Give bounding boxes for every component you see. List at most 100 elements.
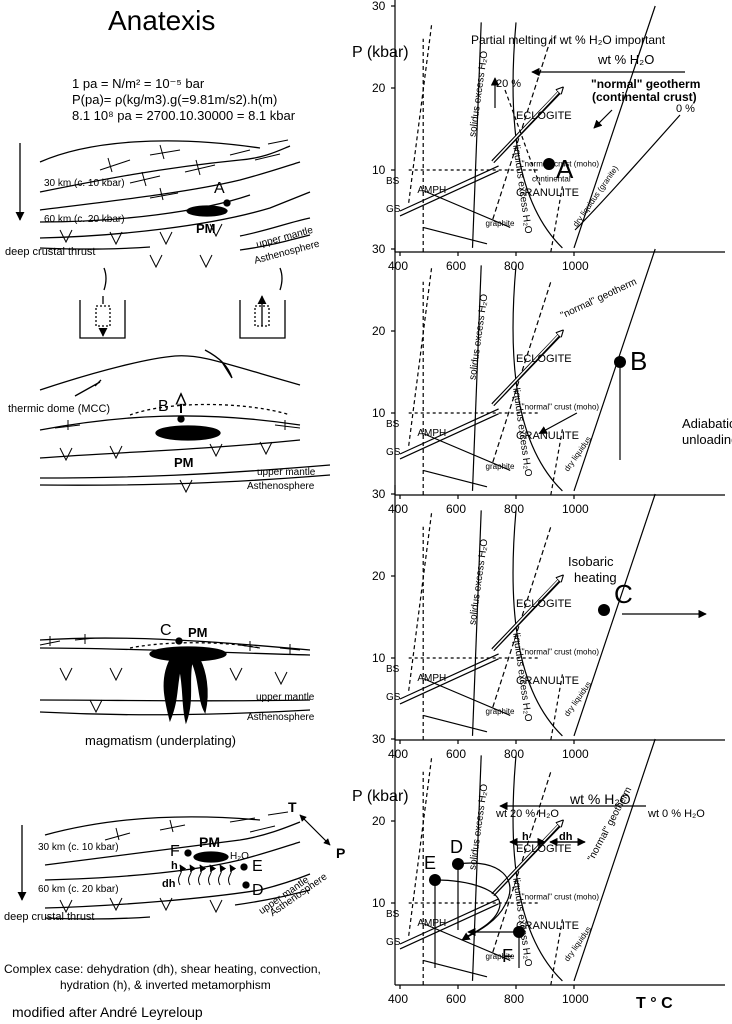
point-D-label: D — [450, 837, 463, 857]
d2-geotherm-arrowhead — [492, 331, 563, 406]
d2-geotherm-label: "normal" geotherm — [559, 276, 639, 321]
d1-amph-label: AMPH — [417, 185, 446, 196]
d4-normal-crust-label: "normal" crust (moho) — [522, 893, 600, 902]
dh-label: dh — [559, 831, 573, 843]
d3-x-tick-label: 800 — [504, 747, 524, 761]
d3-plot — [391, 485, 725, 744]
s4-P: P — [336, 845, 346, 861]
d3-granulite-label: GRANULITE — [516, 675, 579, 687]
d1-x-tick-label: 1000 — [562, 259, 589, 273]
s3-pm: PM — [188, 625, 208, 640]
adiabatic-label-1: Adiabatic — [682, 416, 732, 431]
d4-granulite-label: GRANULITE — [516, 920, 579, 932]
d4-dry-liquidus — [573, 738, 656, 982]
formula-line-1: 1 pa = N/m² = 10⁻⁵ bar — [72, 76, 205, 91]
pct0-label: 0 % — [676, 103, 695, 115]
point-C-label: C — [614, 579, 633, 609]
caption-complex-2: hydration (h), & inverted metamorphism — [60, 978, 271, 992]
d2-bs-label: BS — [386, 419, 400, 430]
wt20-label: wt 20 % H₂O — [496, 808, 559, 820]
s4-thrust: deep crustal thrust — [4, 911, 95, 923]
d2-eclogite-label: ECLOGITE — [516, 353, 572, 365]
d2-granulite-label: GRANULITE — [516, 430, 579, 442]
d3-gs-label: GS — [386, 692, 401, 703]
d1-p-axis-label: P (kbar) — [352, 44, 409, 61]
d2-normal-crust-label: "normal" crust (moho) — [522, 403, 600, 412]
d4-amph-line — [399, 898, 499, 945]
d2-bs-dash — [408, 265, 433, 446]
d3-solidus-label: solidus excess H₂O — [467, 538, 490, 626]
d3-amph-label: AMPH — [417, 673, 446, 684]
s2-dome: thermic dome (MCC) — [8, 403, 111, 415]
d2-solidus — [471, 265, 482, 491]
t-axis-label: T ° C — [636, 995, 673, 1012]
d4-bs-label: BS — [386, 909, 400, 920]
d4-graphite-line-2 — [423, 959, 488, 978]
d4-plot — [391, 730, 725, 989]
d2-left-arrow — [538, 412, 578, 435]
d4-geotherm-arrowhead — [492, 821, 563, 896]
point-F-label: F — [502, 946, 513, 966]
d1-y-tick-label: 10 — [372, 163, 386, 177]
s2-asthenosphere: Asthenosphere — [247, 481, 315, 492]
d4-solidus — [471, 755, 482, 981]
wt-h2o-label: wt % H₂O — [598, 52, 655, 67]
e-loop-path — [434, 879, 501, 939]
pct20-label: 20 % — [496, 78, 522, 90]
isobaric-label-2: heating — [574, 570, 617, 585]
d4-x-tick-label: 1000 — [562, 992, 589, 1006]
d-loop-path — [457, 862, 511, 941]
continental-crust-label: (continental crust) — [592, 90, 697, 104]
point-A-label: A — [556, 154, 574, 184]
s3-magmatism: magmatism (underplating) — [85, 733, 237, 748]
s3-upper-mantle: upper mantle — [256, 692, 315, 703]
d1-x-tick-label: 600 — [446, 259, 466, 273]
d4-gs-label: GS — [386, 937, 401, 948]
page-title: Anatexis — [108, 5, 216, 36]
partial-melting-label: Partial melting if wt % H₂O important — [471, 33, 666, 47]
d3-x-tick-label: 1000 — [562, 747, 589, 761]
d3-bs-label: BS — [386, 664, 400, 675]
d2-x-tick-label: 400 — [388, 502, 408, 516]
point-C-dot — [598, 604, 610, 616]
d4-paths — [434, 862, 520, 968]
point-F-dot — [513, 926, 525, 938]
d3-geotherm-arrowhead — [492, 576, 563, 651]
d2-dry-liquidus — [573, 248, 656, 492]
d4-liquidus — [512, 755, 563, 982]
d4-x-tick-label: 600 — [446, 992, 466, 1006]
d1-normal-crust-label: "normal" crust (moho) — [522, 160, 600, 169]
d3-x-tick-label: 400 — [388, 747, 408, 761]
s2-upper-mantle: upper mantle — [257, 467, 316, 478]
d1-y-tick-label: 30 — [372, 0, 386, 13]
d3-graphite-line-2 — [423, 714, 488, 733]
d1-eclogite-label: ECLOGITE — [516, 110, 572, 122]
s4-pm: PM — [199, 834, 220, 850]
d4-y-tick-label: 20 — [372, 814, 386, 828]
d1-continental-label: continental — [532, 174, 571, 183]
d1-granulite-label: GRANULITE — [516, 187, 579, 199]
d2-plot — [391, 240, 725, 499]
d2-amph-label: AMPH — [417, 428, 446, 439]
d4-solidus-label: solidus excess H₂O — [467, 783, 490, 871]
d3-graphite-label: graphite — [486, 707, 515, 716]
d1-graphite-label: graphite — [486, 219, 515, 228]
d1-amph-line-2 — [399, 170, 499, 217]
d2-x-tick-label: 800 — [504, 502, 524, 516]
d1-graphite-line-2 — [423, 226, 488, 245]
d2-graphite-line-2 — [423, 469, 488, 488]
d3-solidus — [471, 510, 482, 736]
s4-point-F: F — [170, 843, 180, 860]
d4-wt-h2o-label: wt % H₂O — [570, 791, 631, 807]
d1-liquidus — [512, 22, 563, 249]
caption-complex: Complex case: dehydration (dh), shear he… — [4, 962, 321, 976]
d1-plot — [391, 0, 725, 256]
d3-y-tick-label: 10 — [372, 651, 386, 665]
d3-liquidus — [512, 510, 563, 737]
point-A-dot — [543, 158, 555, 170]
h-label: h — [522, 831, 529, 843]
d3-bs-dash — [408, 510, 433, 691]
d1-solidus — [471, 22, 482, 248]
